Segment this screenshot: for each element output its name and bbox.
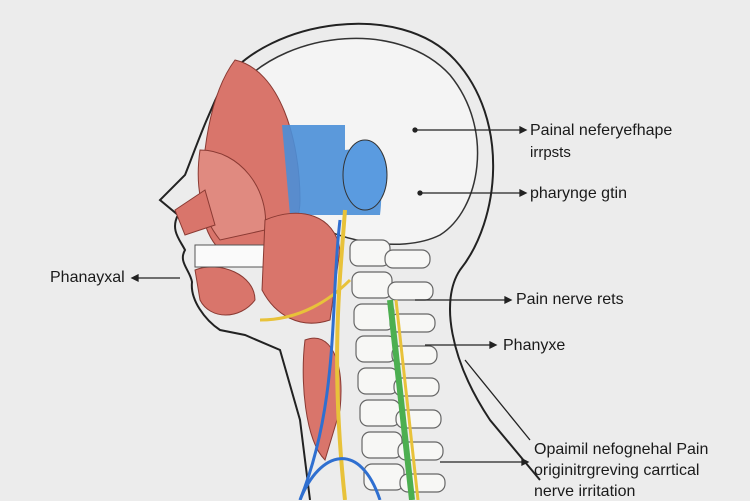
label-bottom-line3: nerve irritation xyxy=(534,483,636,500)
label-pharynge: pharynge gtin xyxy=(530,185,627,202)
label-top-line1: Painal neferyefhape xyxy=(530,122,673,139)
jaw-muscle xyxy=(261,212,341,324)
nerve-green xyxy=(387,299,415,500)
leader-lines xyxy=(130,125,531,467)
ear xyxy=(342,139,388,211)
face-profile xyxy=(158,79,311,500)
neck-muscle xyxy=(302,337,342,461)
label-top-line2: irrpsts xyxy=(530,144,571,161)
nerve-yellow-branch xyxy=(259,278,352,322)
cervical-spine xyxy=(349,239,446,493)
nerve-blue xyxy=(298,219,342,500)
label-bottom-line2: originitrgreving carrtical xyxy=(534,462,700,479)
nerve-yellow xyxy=(335,209,347,500)
nerve-blue-loop xyxy=(298,457,382,500)
nerve-yellow-spinal xyxy=(394,299,420,500)
nose-muscle xyxy=(174,189,216,236)
label-bottom-line1: Opaimil nefognehal Pain xyxy=(534,441,709,458)
label-phanyxe: Phanyxe xyxy=(503,337,566,354)
label-left-phanayxal: Phanayxal xyxy=(50,269,125,286)
head-outline xyxy=(224,22,541,481)
lip-muscle xyxy=(194,266,256,316)
label-nerve-rets: Pain nerve rets xyxy=(516,291,624,308)
